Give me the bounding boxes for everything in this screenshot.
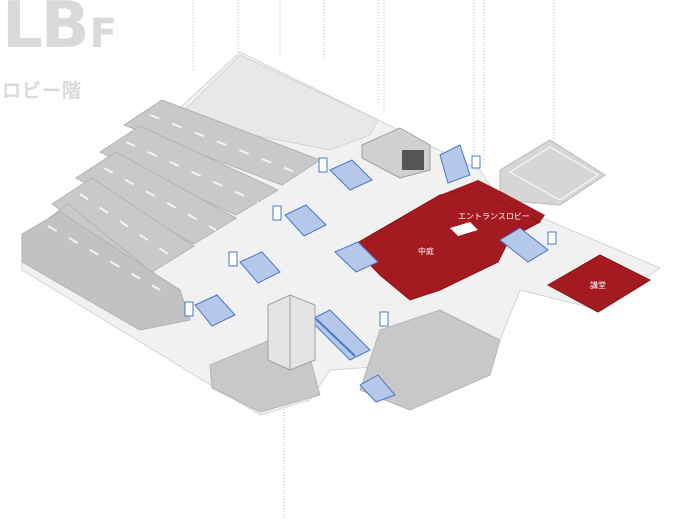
escalator-icon[interactable] (309, 309, 371, 361)
stairs-icon[interactable] (329, 159, 373, 191)
floor-name: ロビー階 (2, 80, 83, 102)
elevator-icon[interactable] (547, 231, 557, 245)
floor-code-suffix: F (89, 11, 117, 57)
elevator-icon[interactable] (228, 251, 238, 267)
elevator-icon[interactable] (471, 155, 481, 169)
elevator-shaft (267, 294, 316, 371)
courtyard-label: 中庭 (418, 246, 434, 256)
stairs-icon[interactable] (334, 241, 379, 273)
entrance-lobby-area (440, 180, 545, 222)
lane-markings (47, 114, 301, 291)
elevator-icon[interactable] (379, 311, 389, 327)
entrance-lobby-label: エントランスロビー (458, 212, 530, 221)
elevator-icon[interactable] (318, 157, 328, 173)
leader-lines (192, 0, 555, 520)
stairs-icon[interactable] (194, 294, 236, 327)
stairs-icon[interactable] (359, 374, 396, 403)
auditorium-area (546, 254, 652, 313)
stairs-icon[interactable] (499, 227, 549, 263)
core-block (361, 127, 431, 179)
floor-code-main: LB (2, 0, 90, 63)
stairs-icon[interactable] (239, 251, 281, 284)
elevator-icon[interactable] (272, 205, 282, 221)
vertical-circulation (194, 144, 549, 403)
elevator-icon[interactable] (184, 301, 194, 317)
stairs-icon[interactable] (439, 144, 471, 184)
auditorium-label: 講堂 (590, 280, 606, 290)
highlighted-areas (351, 180, 652, 313)
stairs-icon[interactable] (284, 204, 327, 237)
floor-code: LBF (2, 0, 117, 58)
